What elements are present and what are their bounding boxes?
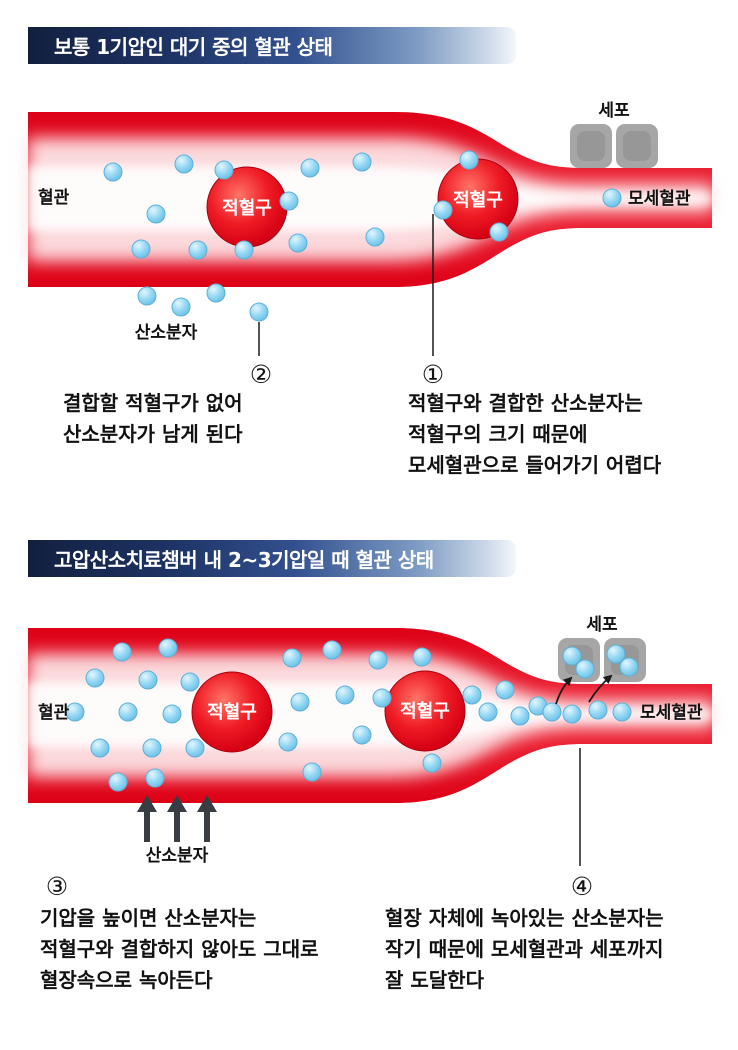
body-cells	[570, 124, 658, 168]
oxygen-molecule	[185, 738, 205, 758]
oxygen-molecule	[542, 702, 562, 722]
oxygen-molecule	[138, 670, 158, 690]
oxygen-molecule	[602, 188, 622, 208]
up-arrow-icon	[137, 795, 157, 842]
oxygen-molecule	[510, 706, 530, 726]
rbc-label: 적혈구	[222, 197, 272, 219]
oxygen-molecule	[495, 680, 515, 700]
panel1-title: 보통 1기압인 대기 중의 혈관 상태	[54, 35, 333, 59]
oxygen-molecule	[575, 659, 595, 679]
oxygen-molecule	[372, 688, 392, 708]
up-arrow-icon	[197, 795, 217, 842]
oxygen-molecule	[288, 233, 308, 253]
rbc-label: 적혈구	[453, 189, 503, 211]
oxygen-molecule	[459, 150, 479, 170]
oxygen-molecule	[206, 283, 226, 303]
oxygen-molecule	[489, 222, 509, 242]
cell-label: 세포	[598, 101, 630, 121]
oxygen-molecule	[365, 227, 385, 247]
pressure-arrows	[137, 795, 217, 842]
oxygen-molecule	[433, 200, 453, 220]
oxygen-into-cell-arrow	[588, 674, 613, 703]
oxygen-molecule	[562, 704, 582, 724]
panel2-note-right: 혈장 자체에 녹아있는 산소분자는 작기 때문에 모세혈관과 세포까지 잘 도달…	[385, 906, 664, 992]
oxygen-molecule	[462, 685, 482, 705]
oxygen-molecule	[162, 704, 182, 724]
oxygen-molecule	[171, 297, 191, 317]
oxygen-molecule	[335, 685, 355, 705]
oxygen-molecule	[478, 702, 498, 722]
cell-label: 세포	[586, 615, 618, 635]
oxygen-molecule	[214, 160, 234, 180]
panel2-title: 고압산소치료챔버 내 2~3기압일 때 혈관 상태	[54, 548, 434, 572]
oxygen-molecule	[90, 738, 110, 758]
oxygen-molecule	[108, 772, 128, 792]
vessel-label: 혈관	[38, 187, 70, 208]
capillary-label: 모세혈관	[640, 702, 703, 723]
panel1-note-left: 결합할 적혈구가 없어 산소분자가 남게 된다	[63, 391, 243, 446]
oxygen-molecule	[588, 700, 608, 720]
oxygen-label: 산소분자	[135, 323, 198, 343]
oxygen-molecule	[412, 647, 432, 667]
rbc-label: 적혈구	[207, 701, 257, 723]
oxygen-molecule	[278, 732, 298, 752]
oxygen-molecule	[619, 657, 639, 677]
up-arrow-icon	[167, 795, 187, 842]
callout-number-2: ②	[249, 360, 273, 389]
oxygen-molecule	[282, 648, 302, 668]
oxygen-molecule	[422, 753, 442, 773]
oxygen-molecule	[300, 158, 320, 178]
panel2-diagram: 혈관 산소분자 세포 모세혈관 적혈구 적혈구	[28, 615, 712, 866]
callout-number-3: ③	[45, 872, 69, 901]
rbc-label: 적혈구	[400, 700, 450, 722]
callout-number-1: ①	[421, 360, 445, 389]
panel2-title-banner: 고압산소치료챔버 내 2~3기압일 때 혈관 상태	[28, 540, 516, 577]
panel1-note-right: 적혈구와 결합한 산소분자는 적혈구의 크기 때문에 모세혈관으로 들어가기 어…	[408, 391, 662, 477]
oxygen-molecule	[234, 240, 254, 260]
oxygen-into-cell-arrow	[555, 676, 573, 705]
panel1-title-banner: 보통 1기압인 대기 중의 혈관 상태	[28, 27, 516, 64]
oxygen-molecule	[118, 702, 138, 722]
oxygen-molecule	[137, 286, 157, 306]
oxygen-molecule	[612, 702, 632, 722]
oxygen-molecule	[131, 239, 151, 259]
oxygen-molecule	[158, 638, 178, 658]
oxygen-molecule	[174, 154, 194, 174]
panel1-diagram: 혈관 산소분자 세포 모세혈관 적혈구 적혈구	[28, 101, 712, 356]
oxygen-label: 산소분자	[146, 846, 209, 866]
capillary-label: 모세혈관	[628, 188, 691, 209]
oxygen-molecule	[322, 640, 342, 660]
oxygen-molecule	[142, 738, 162, 758]
oxygen-molecule	[368, 650, 388, 670]
oxygen-molecule	[112, 642, 132, 662]
oxygen-molecule	[188, 240, 208, 260]
oxygen-molecule	[352, 152, 372, 172]
oxygen-molecule	[85, 668, 105, 688]
oxygen-molecule	[249, 302, 269, 322]
callout-number-4: ④	[570, 872, 594, 901]
oxygen-molecule	[145, 768, 165, 788]
oxygen-molecule	[146, 204, 166, 224]
oxygen-molecule	[279, 191, 299, 211]
oxygen-molecule	[352, 725, 372, 745]
oxygen-molecule	[302, 762, 322, 782]
oxygen-molecule	[290, 692, 310, 712]
panel2-note-left: 기압을 높이면 산소분자는 적혈구와 결합하지 않아도 그대로 혈장속으로 녹아…	[40, 906, 319, 992]
oxygen-molecule	[180, 672, 200, 692]
oxygen-molecule	[103, 162, 123, 182]
vessel-label: 혈관	[38, 702, 70, 723]
